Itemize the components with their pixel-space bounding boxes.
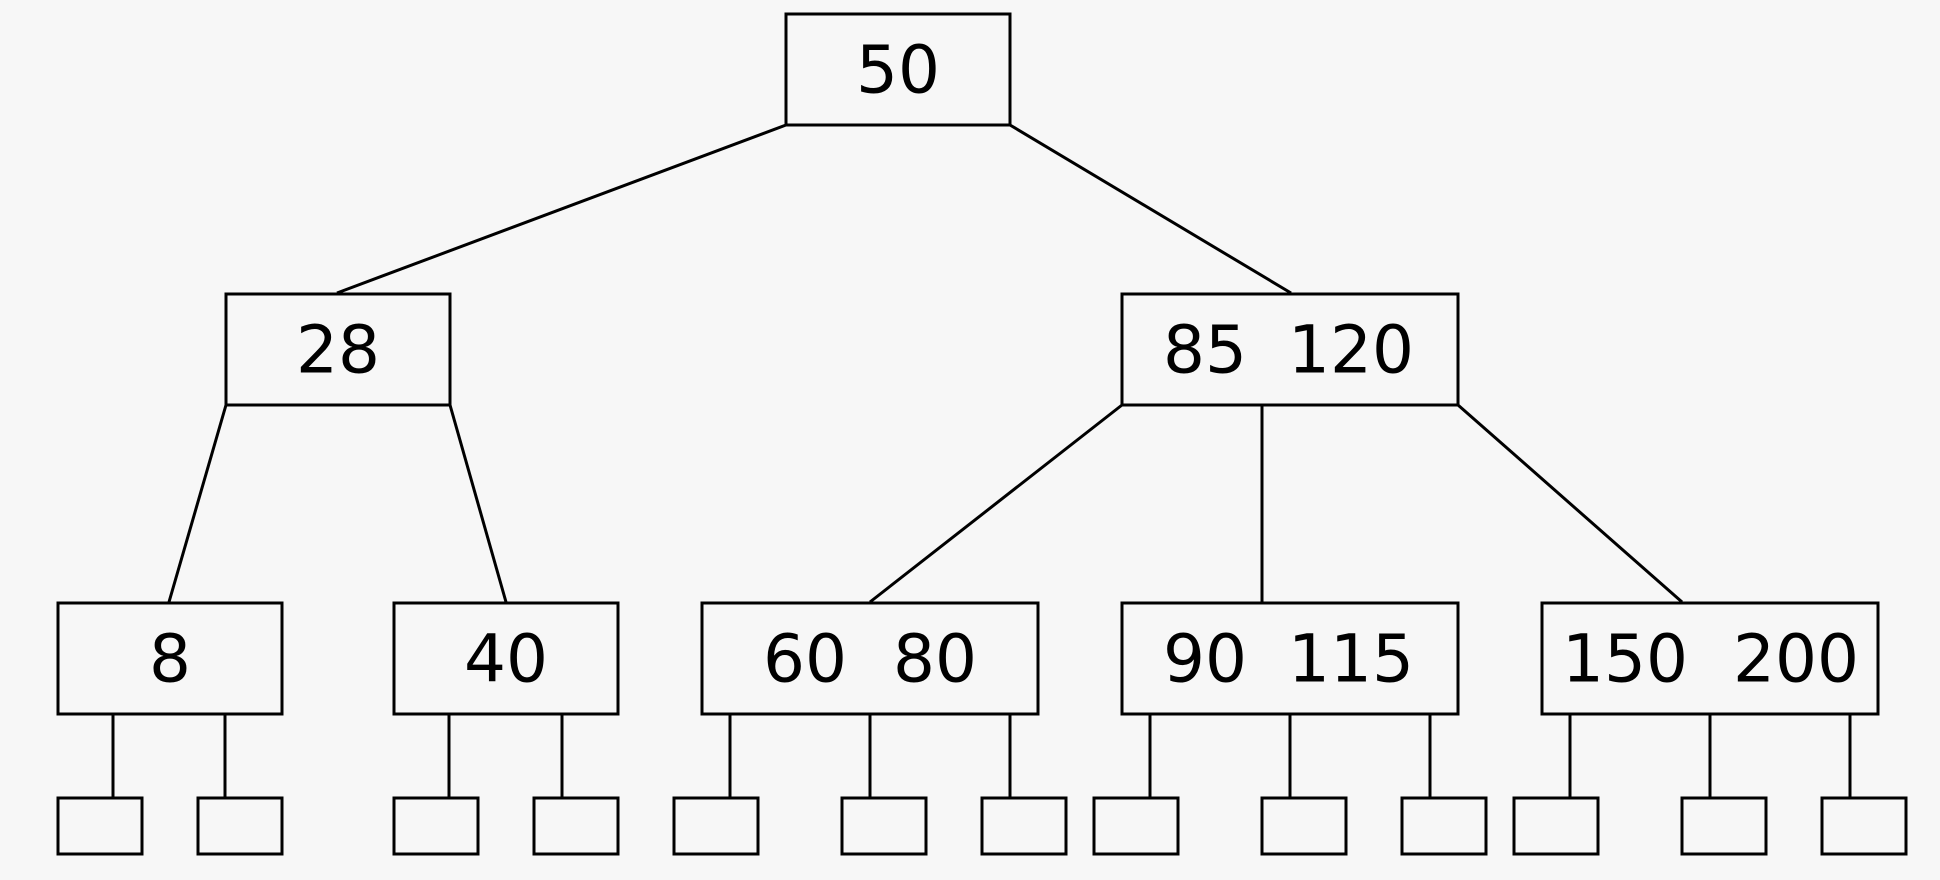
leaf-node (56, 796, 144, 856)
node-85-120-key-2: 120 (1288, 312, 1414, 389)
leaf-node (196, 796, 284, 856)
node-85-120-box (1120, 292, 1460, 407)
leaf-node (1512, 796, 1600, 856)
node-150-200: 150 200 (1540, 601, 1880, 716)
leaf-node (1260, 796, 1348, 856)
node-28: 28 (224, 292, 452, 407)
node-60-80-box (700, 601, 1040, 716)
node-150-200-key-2: 200 (1733, 621, 1859, 698)
edge-85-120-to-60-80 (869, 403, 1123, 604)
node-60-80-key-2: 80 (893, 621, 977, 698)
node-60-80: 60 80 (700, 601, 1040, 716)
root-node-box (784, 12, 1012, 127)
edge-28-to-40 (448, 404, 508, 603)
node-85-120-key-1: 85 (1163, 312, 1247, 389)
node-90-115: 90 115 (1120, 601, 1460, 716)
leaf-node (1820, 796, 1908, 856)
edge-28-to-8 (167, 404, 228, 603)
leaf-node (1680, 796, 1768, 856)
node-8: 8 (56, 601, 284, 716)
node-90-115-key-2: 115 (1288, 621, 1414, 698)
node-85-120: 85 120 (1120, 292, 1460, 407)
node-90-115-key-1: 90 (1163, 621, 1247, 698)
edge-root-to-node-28 (336, 123, 787, 295)
leaf-node (1092, 796, 1180, 856)
leaf-node (980, 796, 1068, 856)
node-40-box (392, 601, 620, 716)
node-150-200-key-1: 150 (1562, 621, 1688, 698)
node-150-200-box (1540, 601, 1880, 716)
leaf-node (1400, 796, 1488, 856)
node-90-115-box (1120, 601, 1460, 716)
node-60-80-key-1: 60 (763, 621, 847, 698)
edge-root-to-node-85-120 (1009, 123, 1292, 295)
node-28-key-1: 28 (296, 312, 380, 389)
leaf-node (672, 796, 760, 856)
leaf-node (392, 796, 480, 856)
node-28-box (224, 292, 452, 407)
node-8-key-1: 8 (149, 621, 191, 698)
leaf-node (532, 796, 620, 856)
edge-85-120-to-150-200 (1457, 403, 1683, 604)
root-node: 50 (784, 12, 1012, 127)
leaf-node (840, 796, 928, 856)
node-40-key-1: 40 (464, 621, 548, 698)
root-key-1: 50 (856, 32, 940, 109)
node-8-box (56, 601, 284, 716)
node-40: 40 (392, 601, 620, 716)
